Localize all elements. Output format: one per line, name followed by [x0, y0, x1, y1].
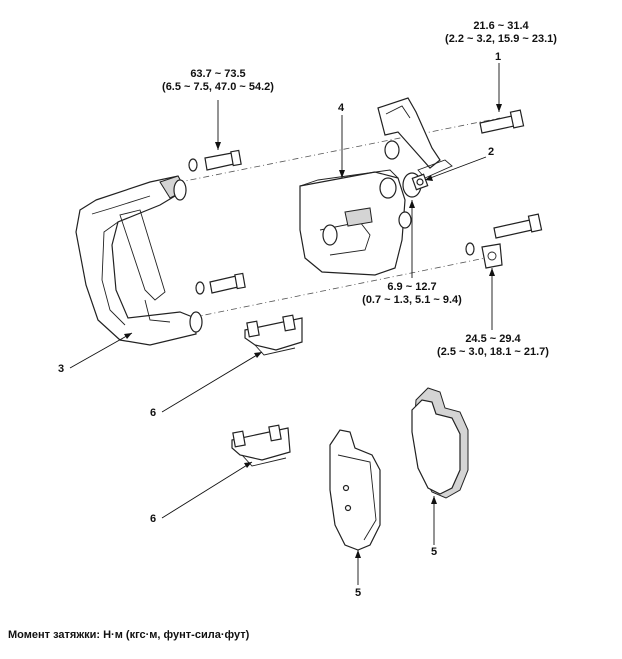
torque-label-1-line1: 21.6 ~ 31.4: [473, 20, 529, 32]
torque-label-1-line2: (2.2 ~ 3.2, 15.9 ~ 23.1): [445, 33, 557, 45]
center-lines: [164, 117, 501, 321]
mounting-bolt-lower: [493, 213, 543, 239]
callout-4: 4: [338, 102, 345, 114]
mounting-bolt-upper: [479, 109, 525, 134]
pad-spring-upper: [244, 314, 303, 356]
torque-label-1: 21.6 ~ 31.4 (2.2 ~ 3.2, 15.9 ~ 23.1): [444, 20, 558, 46]
bleed-screw: [411, 173, 429, 191]
callout-3: 3: [58, 363, 65, 375]
torque-label-2-line1: 63.7 ~ 73.5: [190, 68, 246, 80]
caliper-body: [299, 169, 412, 276]
callout-2: 2: [488, 146, 495, 158]
pad-spring-lower: [231, 424, 291, 467]
torque-label-3-line1: 6.9 ~ 12.7: [387, 281, 437, 293]
caliper-bracket: [75, 175, 203, 346]
guide-bolt-lower: [195, 272, 246, 295]
torque-label-4-line1: 24.5 ~ 29.4: [465, 333, 521, 345]
brake-pad-outer: [411, 387, 469, 499]
torque-label-4-line2: (2.5 ~ 3.0, 18.1 ~ 21.7): [437, 346, 549, 358]
brake-pad-inner: [329, 429, 381, 551]
parking-lever: [377, 97, 453, 198]
callout-6-spring-upper: 6: [150, 407, 157, 419]
torque-label-2: 63.7 ~ 73.5 (6.5 ~ 7.5, 47.0 ~ 54.2): [160, 68, 276, 94]
guide-bolt-upper: [188, 149, 242, 172]
torque-label-3-line2: (0.7 ~ 1.3, 5.1 ~ 9.4): [362, 294, 462, 306]
torque-label-3: 6.9 ~ 12.7 (0.7 ~ 1.3, 5.1 ~ 9.4): [356, 281, 468, 307]
torque-units-footer: Момент затяжки: Н·м (кгс·м, фунт-сила·фу…: [8, 629, 250, 641]
callout-5-pad-inner: 5: [355, 587, 362, 599]
leader-lines: [69, 63, 500, 585]
torque-label-2-line2: (6.5 ~ 7.5, 47.0 ~ 54.2): [162, 81, 274, 93]
callout-5-pad-outer: 5: [431, 546, 438, 558]
callout-6-spring-lower: 6: [150, 513, 157, 525]
torque-label-4: 24.5 ~ 29.4 (2.5 ~ 3.0, 18.1 ~ 21.7): [432, 333, 554, 359]
arrowheads: [124, 104, 502, 558]
callout-1: 1: [495, 51, 502, 63]
washer-bolt: [465, 242, 503, 269]
